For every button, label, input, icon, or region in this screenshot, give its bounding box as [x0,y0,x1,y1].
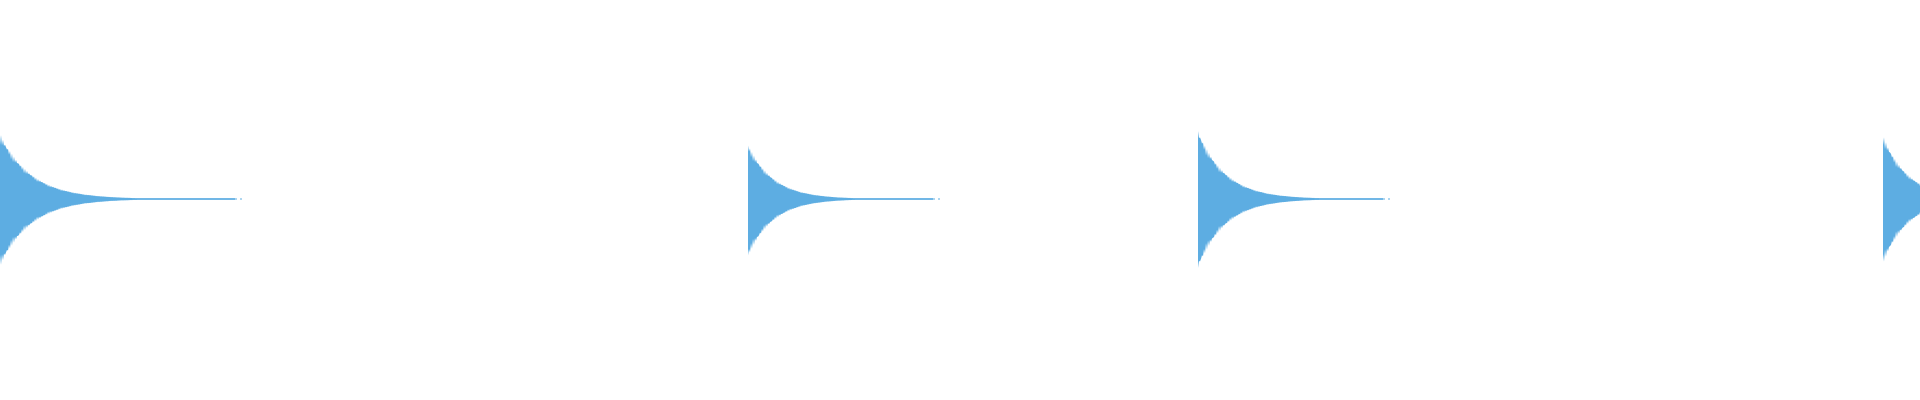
waveform-hits [0,131,1920,268]
waveform-hit-2 [748,145,933,256]
waveform-hit-1 [0,135,235,265]
waveform-hit-4 [1883,137,1920,262]
waveform-hit-3 [1198,131,1383,268]
